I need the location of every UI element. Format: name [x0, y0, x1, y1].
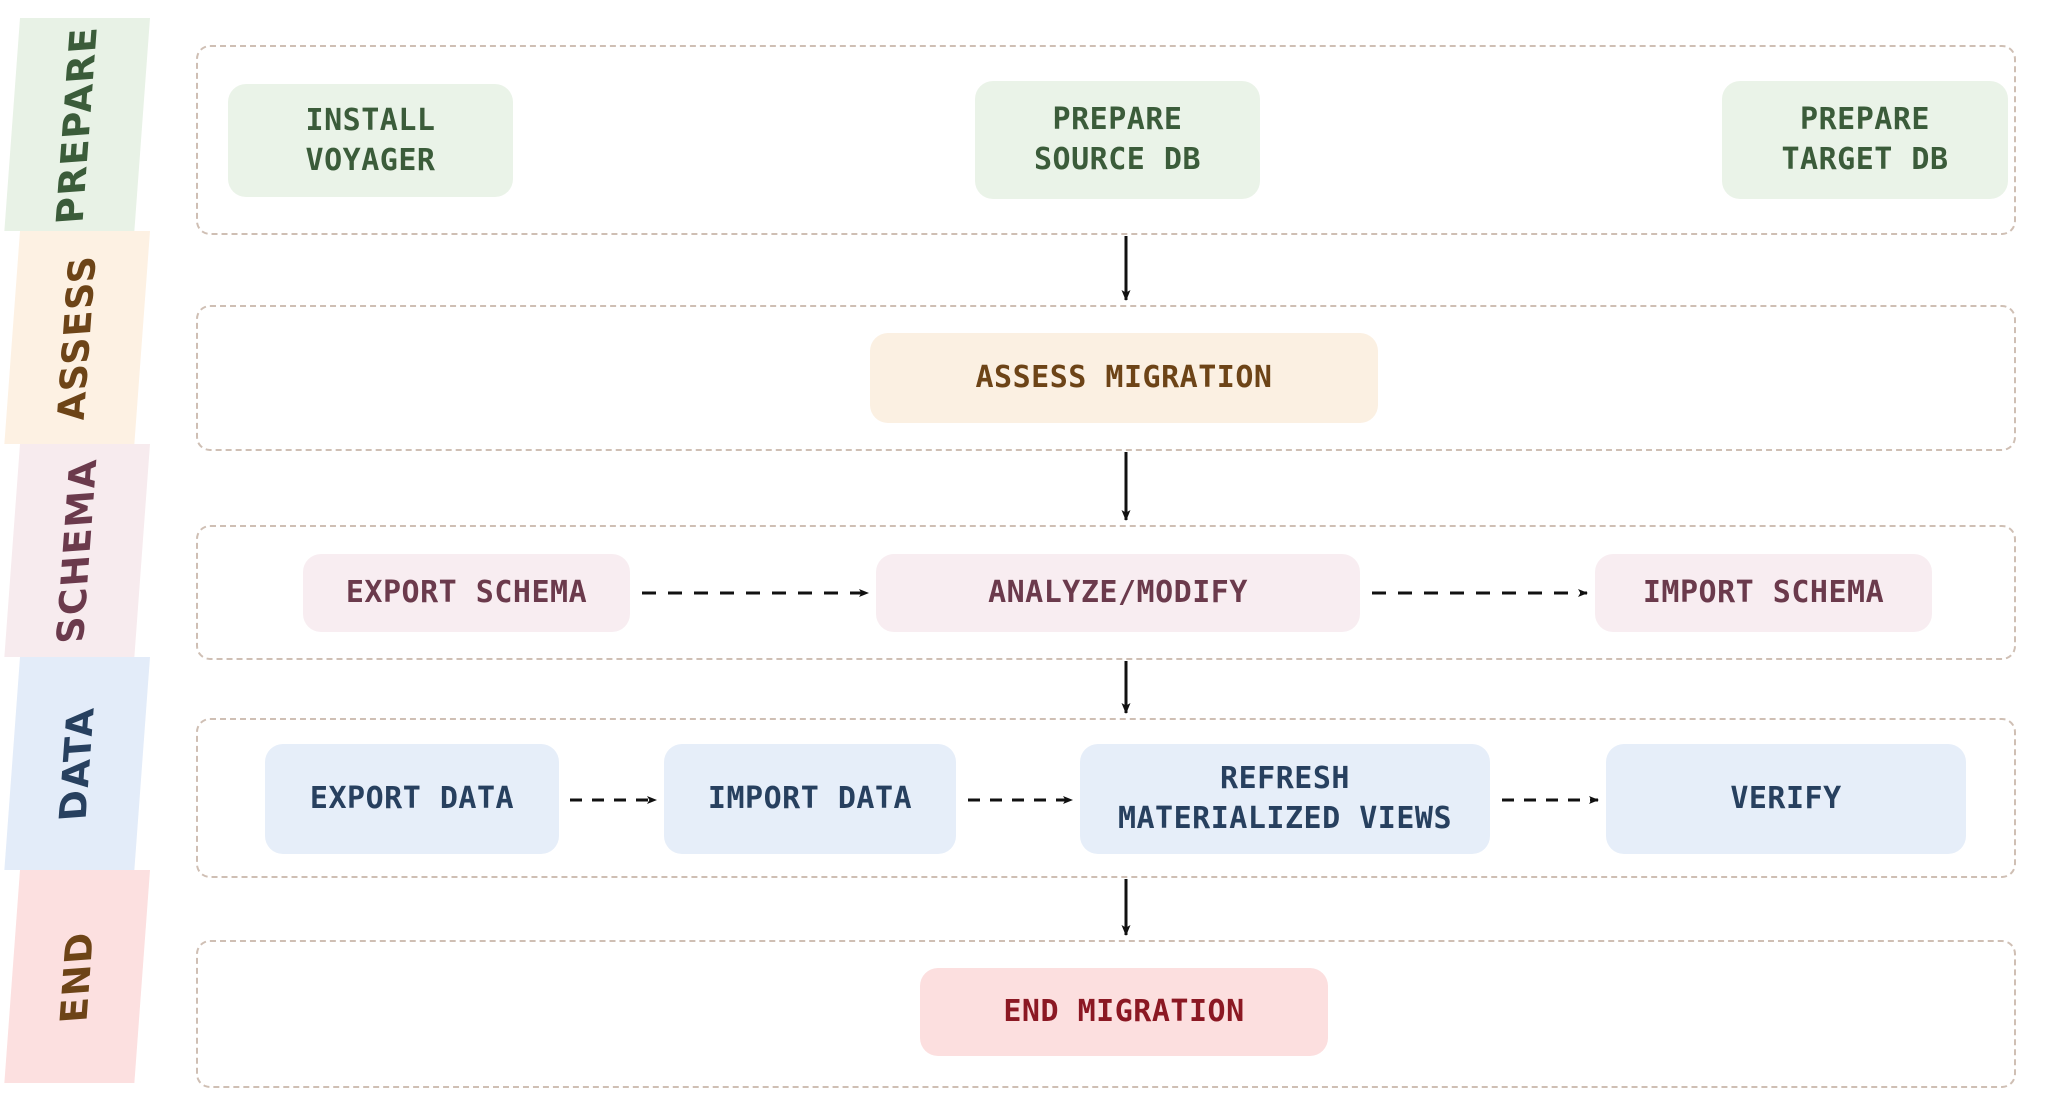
stage-container-data — [196, 718, 2016, 878]
node-prepare-target-db[interactable]: PREPARE TARGET DB — [1722, 81, 2008, 199]
stage-band-data[interactable]: DATA — [4, 657, 150, 870]
stage-band-end[interactable]: END — [4, 870, 150, 1083]
stage-band-label-data: DATA — [51, 705, 103, 822]
node-install-voyager[interactable]: INSTALL VOYAGER — [228, 84, 513, 197]
stage-container-assess — [196, 305, 2016, 451]
node-end-migration[interactable]: END MIGRATION — [920, 968, 1328, 1056]
stage-container-prepare — [196, 45, 2016, 235]
stage-band-label-schema: SCHEMA — [48, 456, 106, 645]
stage-band-assess[interactable]: ASSESS — [4, 231, 150, 444]
stage-band-label-prepare: PREPARE — [48, 24, 107, 225]
node-refresh-materialized-views[interactable]: REFRESH MATERIALIZED VIEWS — [1080, 744, 1490, 854]
node-prepare-source-db[interactable]: PREPARE SOURCE DB — [975, 81, 1260, 199]
stage-rail: PREPARE ASSESS SCHEMA DATA END — [0, 0, 150, 1105]
node-import-schema[interactable]: IMPORT SCHEMA — [1595, 554, 1932, 632]
node-export-schema[interactable]: EXPORT SCHEMA — [303, 554, 630, 632]
stage-container-end — [196, 940, 2016, 1088]
node-analyze-modify[interactable]: ANALYZE/MODIFY — [876, 554, 1360, 632]
stage-band-label-end: END — [52, 929, 103, 1024]
stage-band-schema[interactable]: SCHEMA — [4, 444, 150, 657]
node-verify[interactable]: VERIFY — [1606, 744, 1966, 854]
node-import-data[interactable]: IMPORT DATA — [664, 744, 956, 854]
stage-band-label-assess: ASSESS — [49, 252, 105, 423]
node-export-data[interactable]: EXPORT DATA — [265, 744, 559, 854]
stage-band-prepare[interactable]: PREPARE — [4, 18, 150, 231]
stage-container-schema — [196, 525, 2016, 660]
node-assess-migration[interactable]: ASSESS MIGRATION — [870, 333, 1378, 423]
